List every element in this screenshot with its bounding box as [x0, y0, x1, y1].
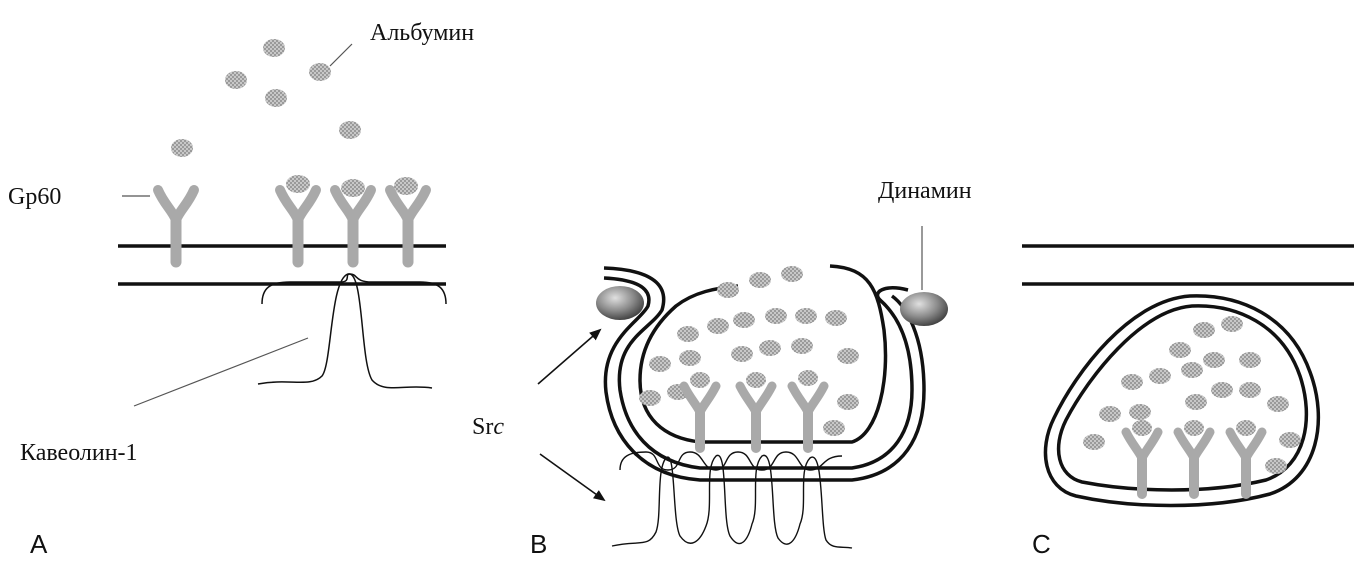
- caveolin-label: Кавеолин-1: [20, 440, 138, 466]
- src-label: Src: [472, 414, 504, 440]
- albumin-dots-b: [639, 266, 859, 436]
- gp60-receptor-icon: [792, 386, 824, 448]
- dynamin-label: Динамин: [878, 178, 972, 204]
- gp60-receptor-icon: [740, 386, 772, 448]
- albumin-leader-line: [330, 44, 352, 66]
- panel-label-c: C: [1032, 529, 1051, 559]
- gp60-receptor-icon: [280, 190, 316, 262]
- panel-a: Альбумин Gp60 Кавеолин-1 A: [8, 20, 474, 559]
- albumin-label: Альбумин: [370, 20, 474, 46]
- dynamin-particle-icon: [596, 286, 644, 320]
- caveolin-strand: [258, 274, 432, 388]
- panel-b: Динамин Src B: [472, 178, 972, 559]
- src-arrow-up-icon: [538, 330, 600, 384]
- albumin-dot-bound: [394, 177, 418, 195]
- panel-label-b: B: [530, 529, 547, 559]
- panel-c: C: [1022, 246, 1354, 559]
- caveolin-leader-line: [134, 338, 308, 406]
- gp60-receptor-icon: [1126, 432, 1158, 494]
- gp60-receptor-icon: [158, 190, 194, 262]
- panel-label-a: A: [30, 529, 48, 559]
- gp60-receptor-icon: [1178, 432, 1210, 494]
- albumin-dot-bound: [341, 179, 365, 197]
- gp60-receptor-icon: [335, 190, 371, 262]
- albumin-dots-free: [171, 39, 361, 157]
- gp60-receptor-icon: [390, 190, 426, 262]
- src-arrow-down-icon: [540, 454, 604, 500]
- dynamin-particle-icon: [900, 292, 948, 326]
- gp60-label: Gp60: [8, 184, 61, 210]
- albumin-dot-bound: [286, 175, 310, 193]
